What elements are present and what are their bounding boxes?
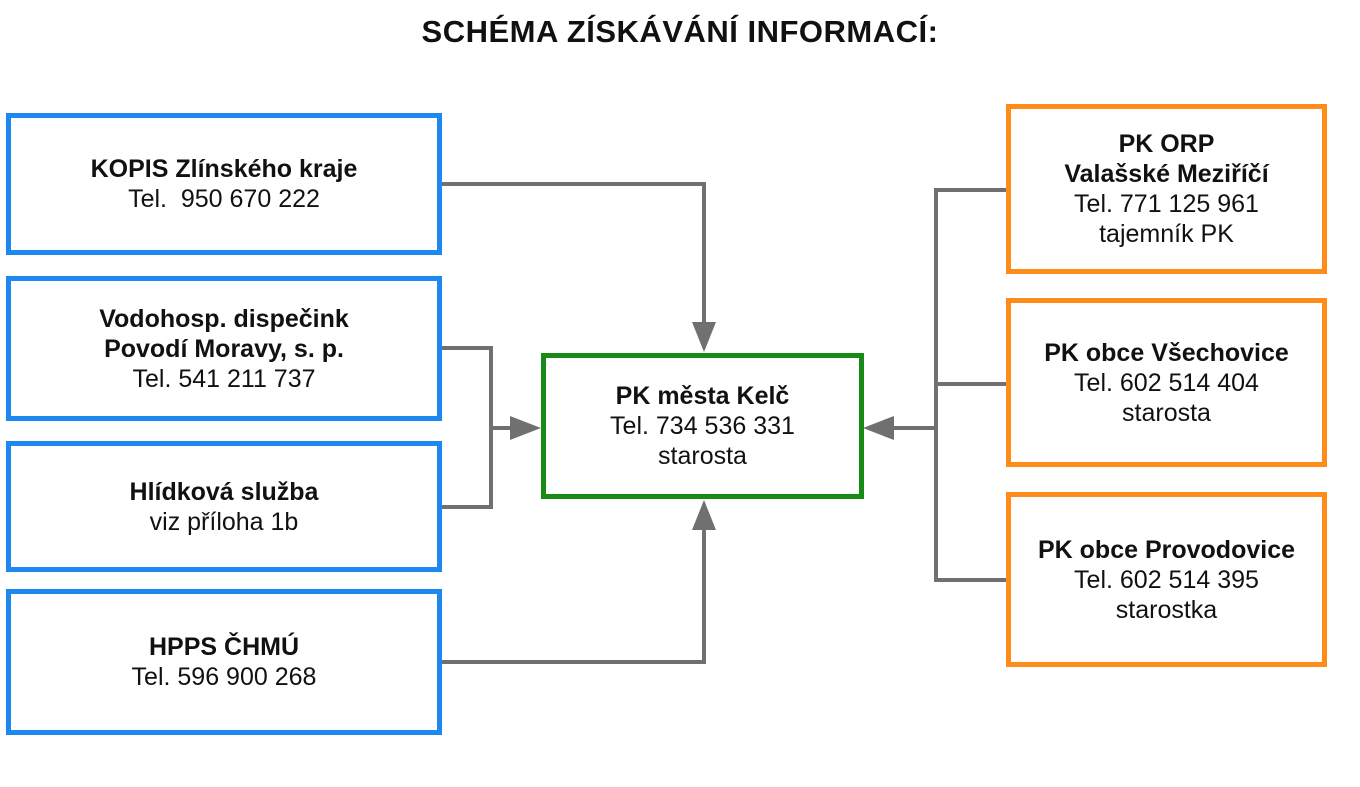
source-name: Hlídková služba [129, 477, 319, 506]
diagram-title: SCHÉMA ZÍSKÁVÁNÍ INFORMACÍ: [421, 14, 939, 49]
source-name: KOPIS Zlínského kraje [90, 155, 358, 183]
center-role: starosta [658, 442, 747, 470]
source-phone: Tel. 950 670 222 [128, 185, 320, 213]
source-box-hpps: HPPS ČHMÚ Tel. 596 900 268 [6, 589, 442, 735]
center-name: PK města Kelč [615, 382, 790, 410]
neighbor-box-vsechovice: PK obce Všechovice Tel. 602 514 404 star… [1006, 298, 1327, 467]
connector-vodohosp [441, 346, 493, 509]
neighbor-box-provodovice: PK obce Provodovice Tel. 602 514 395 sta… [1006, 492, 1327, 667]
source-box-hlidkova: Hlídková služba viz příloha 1b [6, 441, 442, 572]
neighbor-role: starostka [1115, 595, 1218, 624]
neighbor-role: starosta [1122, 398, 1211, 427]
source-detail: viz příloha 1b [149, 507, 299, 536]
source-name: HPPS ČHMÚ [148, 633, 299, 661]
source-name: Povodí Moravy, s. p. [104, 334, 344, 363]
source-box-vodohosp: Vodohosp. dispečink Povodí Moravy, s. p.… [6, 276, 442, 421]
center-box-kelc: PK města Kelč Tel. 734 536 331 starosta [541, 353, 864, 499]
neighbor-name: PK ORP [1118, 130, 1215, 158]
source-phone: Tel. 541 211 737 [132, 364, 316, 393]
arrow-right-into-center [863, 416, 894, 440]
source-phone: Tel. 596 900 268 [131, 663, 317, 691]
neighbor-phone: Tel. 602 514 395 [1074, 565, 1259, 594]
center-phone: Tel. 734 536 331 [610, 412, 795, 440]
arrow-bottom-into-center [692, 500, 716, 530]
neighbor-phone: Tel. 771 125 961 [1074, 190, 1259, 218]
connector-hpps [441, 526, 706, 664]
neighbor-name: PK obce Všechovice [1044, 338, 1289, 367]
neighbor-role: tajemník PK [1099, 220, 1234, 248]
source-name: Vodohosp. dispečink [99, 304, 349, 333]
connector-kopis [441, 182, 706, 346]
source-box-kopis: KOPIS Zlínského kraje Tel. 950 670 222 [6, 113, 442, 255]
arrow-left-into-center [510, 416, 541, 440]
neighbor-phone: Tel. 602 514 404 [1074, 368, 1259, 397]
arrow-top-into-center [692, 322, 716, 352]
neighbor-name: Valašské Meziříčí [1064, 160, 1269, 188]
neighbor-box-orp: PK ORP Valašské Meziříčí Tel. 771 125 96… [1006, 104, 1327, 274]
neighbor-name: PK obce Provodovice [1037, 535, 1296, 564]
